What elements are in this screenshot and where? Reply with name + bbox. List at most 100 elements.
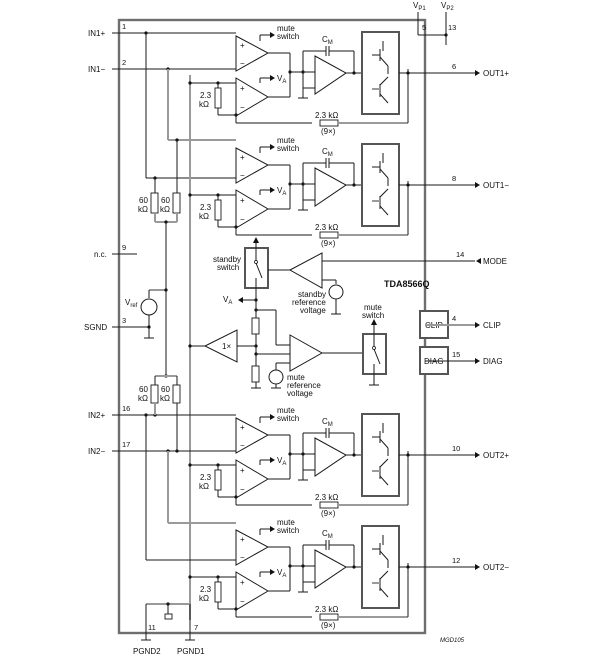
svg-text:7: 7: [194, 623, 198, 632]
ground-pins: 11 7 PGND2 PGND1: [133, 602, 205, 656]
svg-text:60: 60: [139, 196, 148, 205]
vref-label: Vref: [125, 298, 138, 309]
svg-text:+: +: [240, 196, 245, 205]
svg-text:2.3 kΩ: 2.3 kΩ: [315, 223, 338, 232]
svg-text:60: 60: [139, 385, 148, 394]
svg-text:+: +: [240, 578, 245, 587]
output-label: OUT1−: [483, 181, 509, 190]
svg-text:−: −: [240, 485, 245, 494]
svg-text:switch: switch: [217, 263, 239, 272]
buffer-1x: [203, 329, 238, 363]
svg-text:60: 60: [161, 385, 170, 394]
svg-text:kΩ: kΩ: [199, 100, 209, 109]
svg-text:2.3: 2.3: [200, 203, 212, 212]
svg-text:voltage: voltage: [300, 306, 326, 315]
sgnd-label: SGND: [84, 323, 107, 332]
svg-text:CM: CM: [322, 35, 333, 46]
power-amp: [314, 55, 347, 95]
input-buses: [119, 31, 236, 620]
svg-text:14: 14: [456, 250, 464, 259]
svg-text:VA: VA: [277, 568, 286, 579]
svg-text:mute: mute: [277, 518, 295, 527]
pin-3: 3: [122, 316, 126, 325]
output-label: DIAG: [483, 357, 503, 366]
svg-text:(9×): (9×): [321, 239, 336, 248]
nc-label: n.c.: [94, 250, 107, 259]
svg-text:standby: standby: [298, 290, 326, 299]
in1-plus-label: IN1+: [88, 29, 105, 38]
output-stage: [361, 143, 400, 227]
svg-text:2.3 kΩ: 2.3 kΩ: [315, 605, 338, 614]
svg-text:15: 15: [452, 350, 460, 359]
power-amp: [314, 167, 347, 207]
pgnd1-label: PGND1: [177, 647, 205, 656]
pin-2: 2: [122, 58, 126, 67]
power-amp: [314, 437, 347, 477]
svg-text:−: −: [240, 215, 245, 224]
standby-comparator: [288, 252, 323, 289]
svg-text:kΩ: kΩ: [199, 594, 209, 603]
svg-text:+: +: [240, 153, 245, 162]
in2-plus-label: IN2+: [88, 411, 105, 420]
svg-text:kΩ: kΩ: [138, 394, 148, 403]
output-label: CLIP: [483, 321, 501, 330]
svg-text:kΩ: kΩ: [138, 205, 148, 214]
svg-text:+: +: [240, 466, 245, 475]
svg-text:mute: mute: [364, 303, 382, 312]
svg-text:11: 11: [148, 623, 156, 632]
output-stage: [361, 525, 400, 609]
output-label: MODE: [483, 257, 507, 266]
svg-text:switch: switch: [277, 414, 299, 423]
bias-resistors-ch1: 60 kΩ 60 kΩ: [138, 140, 181, 376]
input-amp: [235, 147, 270, 184]
vp2-label: VP2: [441, 1, 454, 12]
figure-code: MGD105: [440, 638, 465, 644]
svg-text:reference: reference: [287, 381, 321, 390]
input-amp: [235, 35, 270, 72]
svg-text:−: −: [240, 597, 245, 606]
feedback-amp: [235, 77, 269, 117]
vp1-label: VP1: [413, 1, 426, 12]
svg-text:VA: VA: [223, 295, 232, 306]
svg-text:2.3: 2.3: [200, 585, 212, 594]
svg-text:6: 6: [452, 62, 456, 71]
output-label: OUT2+: [483, 451, 509, 460]
svg-text:kΩ: kΩ: [199, 212, 209, 221]
svg-text:60: 60: [161, 196, 170, 205]
svg-text:kΩ: kΩ: [160, 394, 170, 403]
input-amp: [235, 417, 270, 454]
svg-text:−: −: [240, 59, 245, 68]
svg-text:12: 12: [452, 556, 460, 565]
output-pins: 6OUT1+8OUT1−14MODE4CLIP15DIAG10OUT2+12OU…: [425, 62, 509, 572]
svg-text:2.3 kΩ: 2.3 kΩ: [315, 493, 338, 502]
svg-text:+: +: [240, 423, 245, 432]
svg-text:−: −: [240, 103, 245, 112]
vref-source: Vref: [125, 288, 168, 339]
mute-comparator: [289, 334, 324, 372]
svg-text:+: +: [240, 41, 245, 50]
bias-resistors-ch2: 60 kΩ 60 kΩ: [138, 374, 181, 451]
svg-text:+: +: [240, 84, 245, 93]
pin-9: 9: [122, 243, 126, 252]
svg-text:standby: standby: [213, 255, 241, 264]
svg-text:mute: mute: [277, 136, 295, 145]
svg-text:kΩ: kΩ: [160, 205, 170, 214]
svg-text:switch: switch: [277, 144, 299, 153]
svg-text:VA: VA: [277, 74, 286, 85]
svg-text:mute: mute: [277, 24, 295, 33]
svg-text:switch: switch: [277, 32, 299, 41]
svg-text:2.3: 2.3: [200, 473, 212, 482]
svg-text:kΩ: kΩ: [199, 482, 209, 491]
